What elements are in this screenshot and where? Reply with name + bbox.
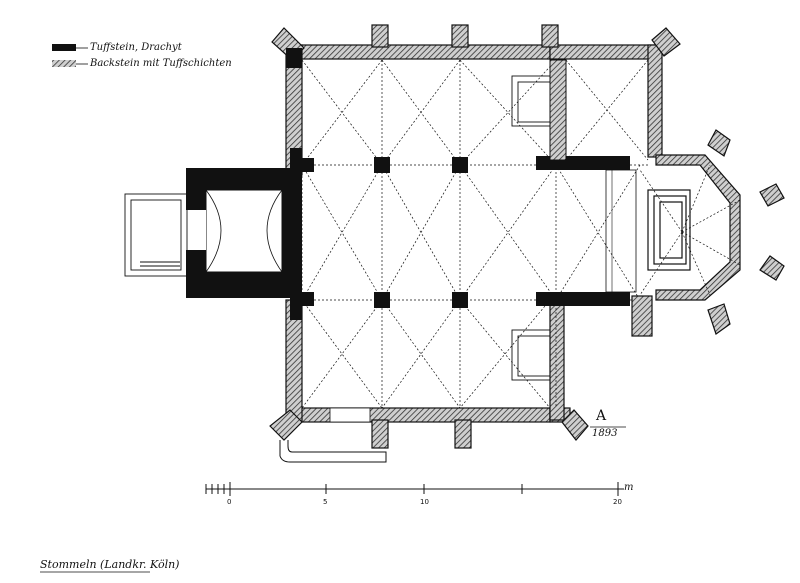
scale-bar [205,482,624,496]
scale-tick-0: 0 [227,498,232,506]
signature-monogram: A [596,408,607,424]
legend-swatch-solid [52,44,76,51]
scale-tick-5: 5 [323,498,328,506]
signature-year: 1893 [592,428,618,439]
choir-apse [631,129,785,337]
scale-tick-10: 10 [420,498,429,506]
apse-ribs [639,164,741,296]
side-niches [511,75,551,381]
scale-tick-20: 20 [613,498,622,506]
west-porch [124,193,188,277]
legend-label-hatched: Backstein mit Tuffschichten [90,58,232,69]
scale-unit: m [624,482,634,493]
nave-walls [269,24,681,449]
legend-swatch-hatched [52,60,76,67]
vault-ribs [301,59,650,409]
aisle-divider-wall [549,59,567,161]
west-tower [186,48,302,320]
drawing-caption: Stommeln (Landkr. Köln) [40,558,180,571]
legend-label-solid: Tuffstein, Drachyt [90,42,182,53]
piers [300,156,630,308]
south-entrance-steps [279,440,387,463]
